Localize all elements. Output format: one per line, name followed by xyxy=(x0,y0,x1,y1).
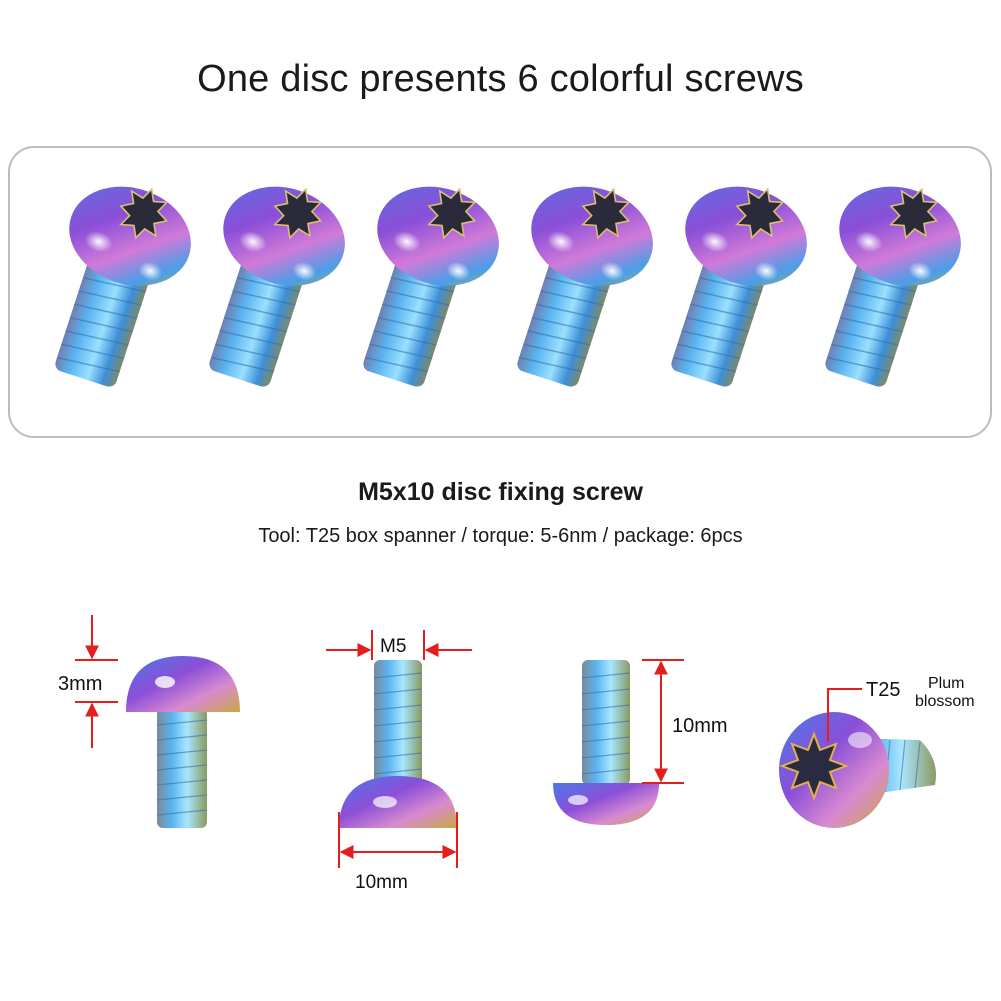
length-view-screw xyxy=(553,660,659,825)
drive-callout xyxy=(827,688,862,742)
length-dimension xyxy=(642,659,684,784)
drive-size-label: T25 xyxy=(866,679,900,701)
screw-4 xyxy=(517,186,653,387)
side-view-screw xyxy=(126,656,240,828)
head-diameter-dimension xyxy=(338,812,458,868)
thread-size-dimension xyxy=(326,630,472,660)
product-title: M5x10 disc fixing screw xyxy=(358,478,643,506)
inverted-view-screw xyxy=(339,660,457,828)
head-height-dimension xyxy=(75,615,118,748)
page-title: One disc presents 6 colorful screws xyxy=(197,58,804,100)
torx-drive-icon xyxy=(119,187,169,240)
head-height-label: 3mm xyxy=(58,673,102,695)
torx-drive-icon xyxy=(427,187,477,240)
torx-drive-icon xyxy=(735,187,785,240)
thread-size-label: M5 xyxy=(380,636,406,657)
screw-3 xyxy=(363,186,499,387)
screw-display-panel xyxy=(8,146,992,438)
torx-drive-icon xyxy=(889,187,939,240)
screw-row-graphic xyxy=(55,186,961,387)
screw-5 xyxy=(671,186,807,387)
drive-type-label-line2: blossom xyxy=(915,693,975,710)
length-label: 10mm xyxy=(672,715,728,737)
screw-6 xyxy=(825,186,961,387)
dimension-diagram: 3mm M5 10mm xyxy=(58,615,975,893)
drive-type-label-line1: Plum xyxy=(928,675,964,692)
screw-1 xyxy=(55,186,191,387)
torx-drive-icon xyxy=(581,187,631,240)
head-diameter-label: 10mm xyxy=(355,872,408,893)
product-specs: Tool: T25 box spanner / torque: 5-6nm / … xyxy=(258,525,743,547)
torx-drive-icon xyxy=(779,731,849,801)
torx-drive-icon xyxy=(273,187,323,240)
screw-2 xyxy=(209,186,345,387)
drive-view-screw xyxy=(779,712,936,828)
